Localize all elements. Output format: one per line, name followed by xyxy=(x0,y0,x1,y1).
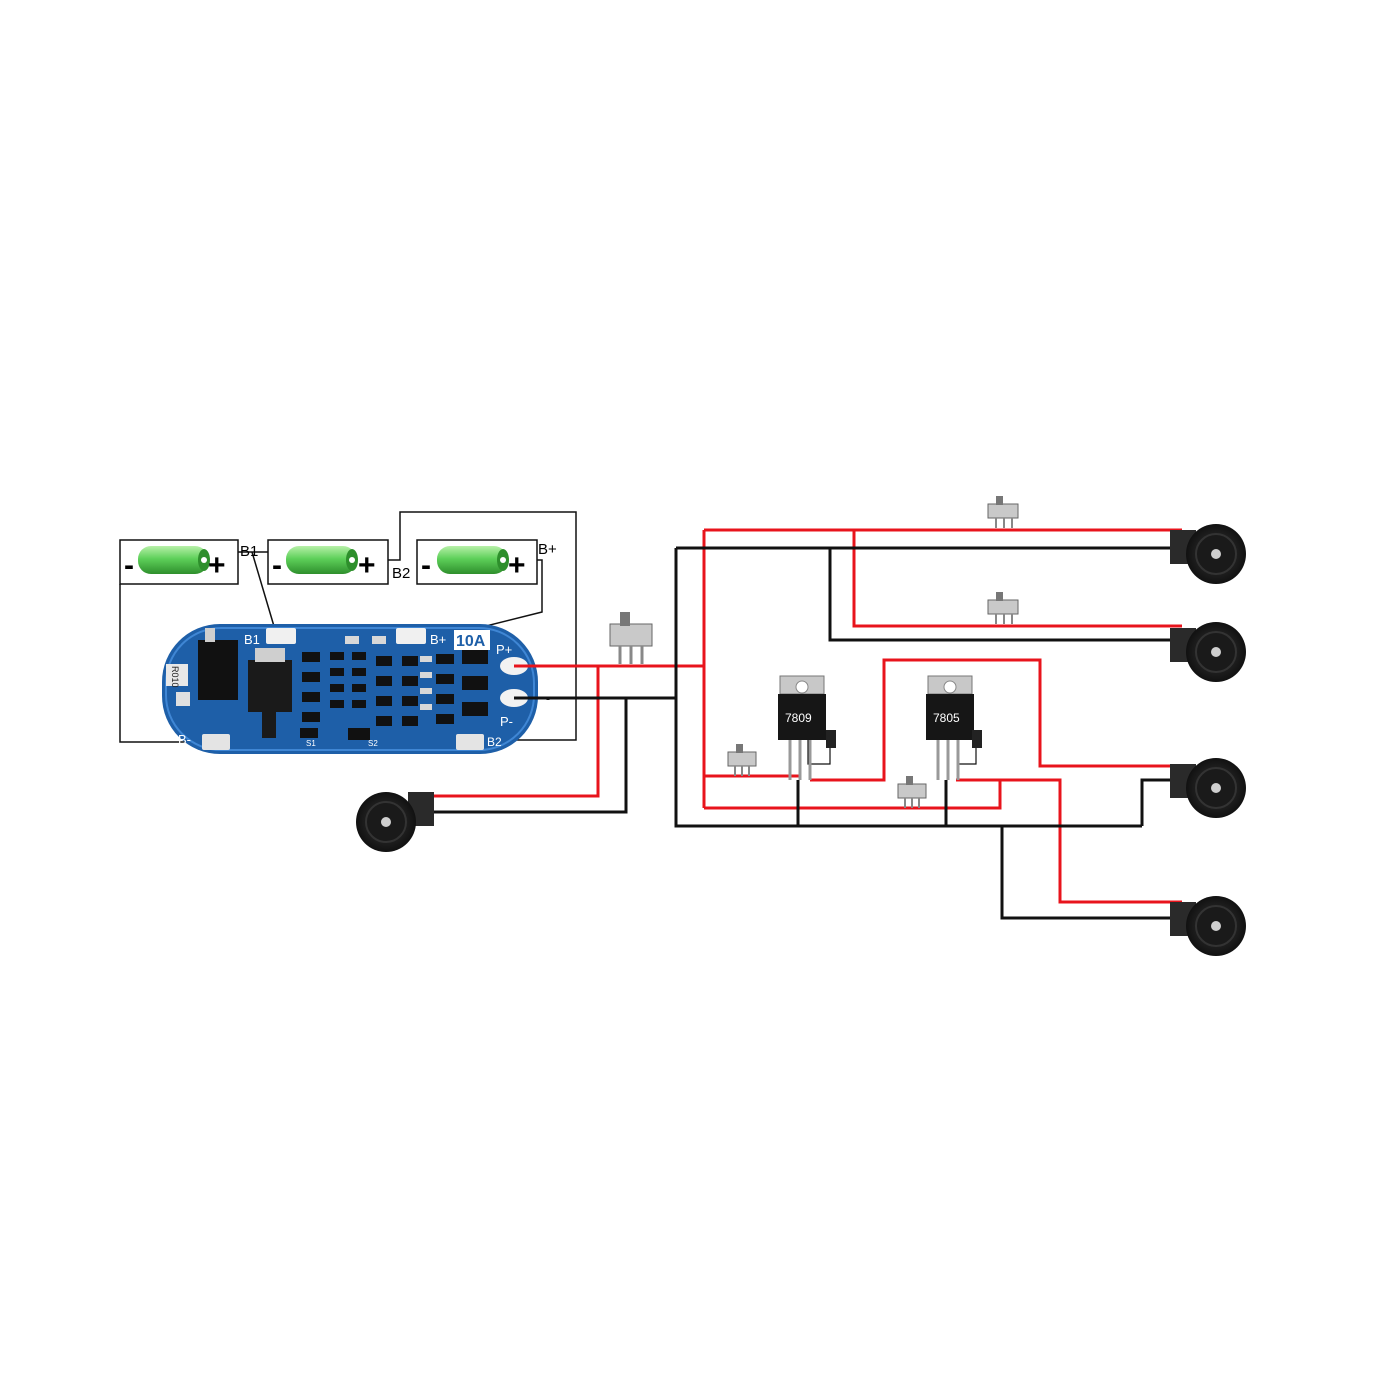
battery-cell-3: - + xyxy=(416,539,538,585)
bms-bminus-label: B- xyxy=(178,732,191,747)
battery-cell-2: - + xyxy=(267,539,389,585)
terminal-b1-label: B1 xyxy=(240,543,258,560)
bms-bplus-label: B+ xyxy=(430,632,446,647)
cell-3-battery-icon xyxy=(437,546,509,574)
bms-b1-label: B1 xyxy=(244,632,260,647)
cell-3-plus-label: + xyxy=(508,549,526,582)
slide-switch-out1[interactable] xyxy=(987,496,1019,528)
terminal-bplus-label: B+ xyxy=(538,541,557,558)
bms-pplus-label: P+ xyxy=(496,642,512,657)
terminal-b2-label: B2 xyxy=(392,565,410,582)
bms-b2-label: B2 xyxy=(487,735,502,749)
cell-1-plus-label: + xyxy=(208,549,226,582)
battery-cell-1: - + xyxy=(119,539,239,585)
cell-3-minus-label: - xyxy=(421,549,431,582)
dc-jack-output-1[interactable] xyxy=(1170,524,1246,584)
regulator-7809-label: 7809 xyxy=(785,711,812,725)
cell-2-battery-icon xyxy=(286,546,358,574)
dc-jack-output-2[interactable] xyxy=(1170,622,1246,682)
regulator-7805 xyxy=(926,675,982,780)
bms-board xyxy=(162,624,538,754)
slide-switch-out2[interactable] xyxy=(987,592,1019,624)
bms-r010-label: R010 xyxy=(170,666,180,688)
dc-jack-output-3[interactable] xyxy=(1170,758,1246,818)
cell-2-plus-label: + xyxy=(358,549,376,582)
regulator-7805-label: 7805 xyxy=(933,711,960,725)
positive-wires xyxy=(432,528,1182,904)
negative-wires xyxy=(432,546,1182,920)
cell-1-battery-icon xyxy=(138,546,210,574)
cell-2-minus-label: - xyxy=(272,549,282,582)
cell-1-minus-label: - xyxy=(124,549,134,582)
dc-jack-output-4[interactable] xyxy=(1170,896,1246,956)
dc-jack-input[interactable] xyxy=(356,792,434,852)
regulator-7809 xyxy=(778,675,836,780)
bms-pminus-label: P- xyxy=(500,714,513,729)
slide-switch-7805[interactable] xyxy=(897,776,927,808)
bms-rating-label: 10A xyxy=(456,633,486,650)
bms-s2-label: S2 xyxy=(368,739,378,748)
slide-switch-7809[interactable] xyxy=(727,744,757,776)
bms-s1-label: S1 xyxy=(306,739,316,748)
slide-switch-main[interactable] xyxy=(609,612,653,664)
